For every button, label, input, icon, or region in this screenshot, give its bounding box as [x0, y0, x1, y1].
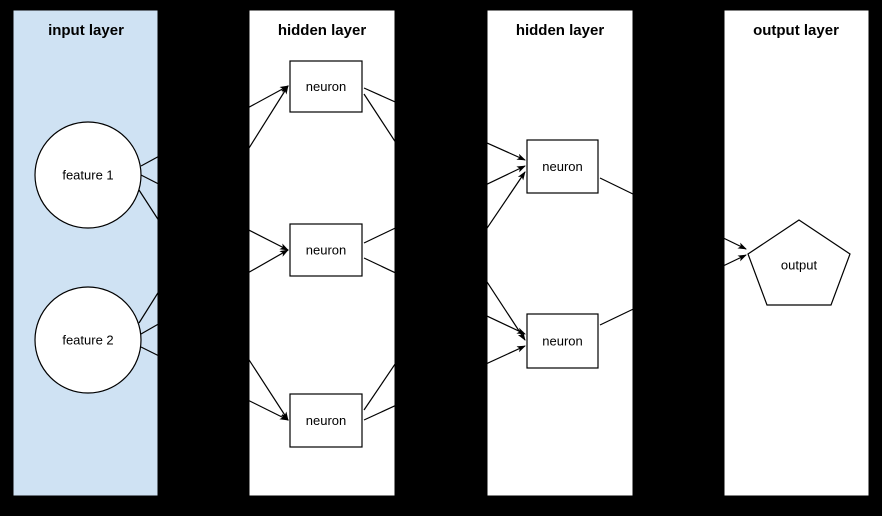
layer-title-hidden-layer-2: hidden layer — [516, 22, 605, 39]
node-label-output-node: output — [781, 257, 818, 272]
layer-box-input-layer[interactable] — [12, 9, 159, 497]
layer-title-input-layer: input layer — [48, 22, 124, 39]
gap-gap-hidden1-hidden2 — [395, 0, 487, 516]
node-label-hidden-1-neuron-2: neuron — [306, 242, 346, 257]
node-output-node[interactable] — [747, 219, 851, 306]
node-label-hidden-1-neuron-1: neuron — [306, 79, 346, 94]
layer-title-hidden-layer-1: hidden layer — [278, 22, 367, 39]
gap-gap-hidden2-output — [633, 0, 724, 516]
node-label-feature-2: feature 2 — [62, 332, 113, 347]
node-label-feature-1: feature 1 — [62, 167, 113, 182]
layer-titles-group: input layer hidden layer hidden layer outpu… — [48, 22, 839, 39]
nodes-group: feature 1 feature 2 neuron neuron neuron neur… — [34, 60, 851, 448]
layer-gaps-group — [158, 0, 724, 516]
node-label-hidden-2-neuron-2: neuron — [542, 333, 582, 348]
node-feature-1[interactable] — [34, 121, 142, 229]
node-feature-2[interactable] — [34, 286, 142, 394]
node-label-hidden-2-neuron-1: neuron — [542, 159, 582, 174]
layer-title-output-layer: output layer — [753, 22, 839, 39]
gap-gap-input-hidden1 — [158, 0, 249, 516]
layer-box-hidden-layer-2[interactable] — [486, 9, 634, 497]
node-hidden-1-neuron-3[interactable] — [289, 393, 363, 448]
node-hidden-2-neuron-2[interactable] — [526, 313, 599, 369]
node-hidden-1-neuron-2[interactable] — [289, 223, 363, 277]
node-hidden-1-neuron-1[interactable] — [289, 60, 363, 113]
node-label-hidden-1-neuron-3: neuron — [306, 413, 346, 428]
node-hidden-2-neuron-1[interactable] — [526, 139, 599, 194]
